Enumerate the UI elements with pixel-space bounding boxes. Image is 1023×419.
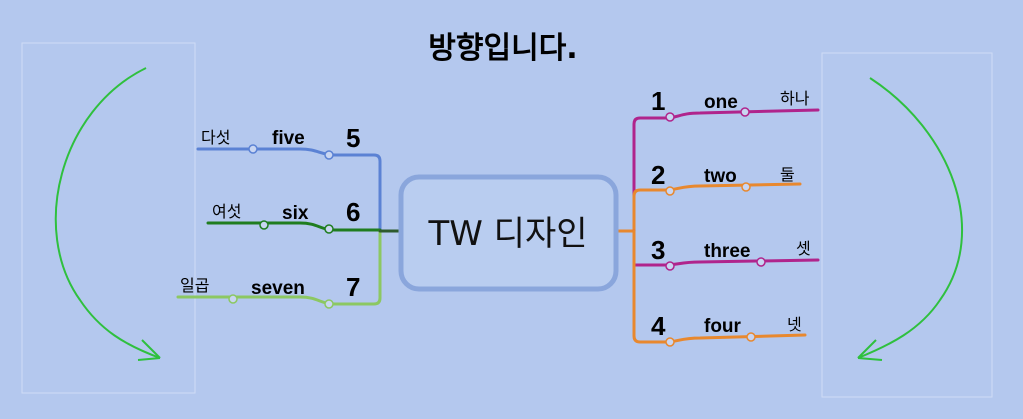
branch-label-three[interactable]: three bbox=[704, 241, 750, 262]
branch-number-7: 7 bbox=[346, 272, 360, 302]
branch-number-4: 4 bbox=[651, 311, 666, 341]
branch-number-1: 1 bbox=[651, 86, 665, 116]
branch-label-one[interactable]: one bbox=[704, 92, 738, 113]
branch-korean-one[interactable]: 하나 bbox=[780, 89, 810, 108]
branch-label-four[interactable]: four bbox=[704, 316, 742, 337]
branch-korean-seven[interactable]: 일곱 bbox=[180, 276, 209, 295]
branch-number-5: 5 bbox=[346, 123, 360, 153]
branch-line-four bbox=[632, 229, 807, 344]
branch-label-six[interactable]: six bbox=[282, 203, 309, 224]
branch-korean-three[interactable]: 셋 bbox=[796, 239, 811, 258]
central-topic-node[interactable] bbox=[398, 174, 619, 292]
branch-korean-five[interactable]: 다섯 bbox=[201, 128, 230, 147]
branch-label-five[interactable]: five bbox=[272, 128, 305, 149]
branch-korean-two[interactable]: 둘 bbox=[780, 165, 795, 184]
clockwise-arrow-right bbox=[857, 77, 963, 359]
right-panel-frame bbox=[821, 52, 993, 398]
branch-number-6: 6 bbox=[346, 197, 360, 227]
central-topic-label: TW 디자인 bbox=[427, 214, 587, 254]
counterclockwise-arrow-left bbox=[54, 67, 161, 359]
branch-number-3: 3 bbox=[651, 235, 665, 265]
arrow-head-right-icon bbox=[857, 339, 883, 361]
left-panel-frame bbox=[21, 42, 196, 394]
branch-label-two[interactable]: two bbox=[704, 166, 737, 187]
arrow-head-left-icon bbox=[137, 339, 161, 361]
branch-label-seven[interactable]: seven bbox=[251, 278, 305, 299]
branch-line-seven bbox=[176, 229, 382, 306]
branch-line-five bbox=[196, 147, 382, 233]
branch-korean-six[interactable]: 여섯 bbox=[212, 202, 241, 221]
branch-line-six bbox=[206, 221, 382, 232]
branch-line-two bbox=[632, 182, 802, 233]
branch-korean-four[interactable]: 넷 bbox=[787, 315, 802, 334]
branch-line-one bbox=[632, 108, 820, 233]
branch-number-2: 2 bbox=[651, 160, 665, 190]
branch-line-three bbox=[632, 229, 820, 267]
page-title: 방향입니다. bbox=[428, 31, 577, 66]
